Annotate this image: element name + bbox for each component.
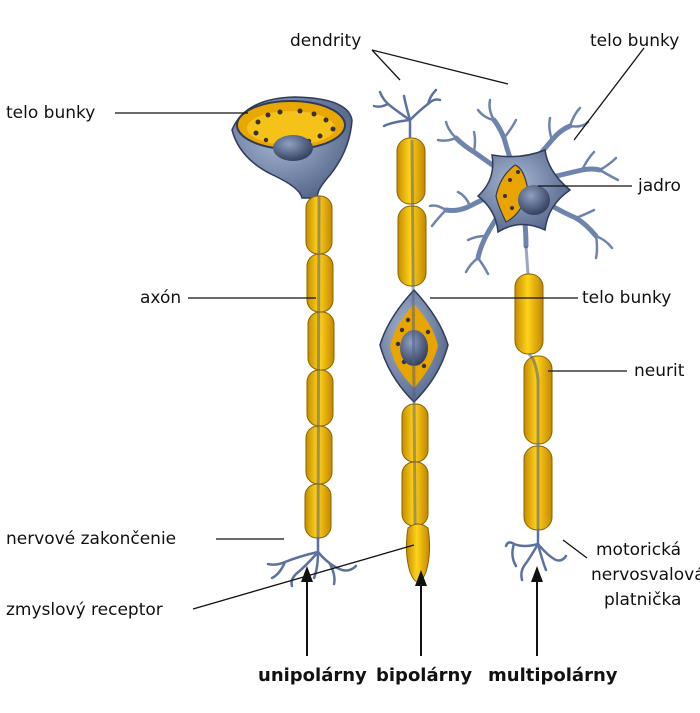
unipolar-neuron xyxy=(231,96,358,588)
label-platnicka: platnička xyxy=(604,590,682,610)
label-multipolar: multipolárny xyxy=(488,665,618,686)
leader-lines xyxy=(115,47,645,610)
unipolar-nucleus xyxy=(273,135,313,161)
label-telo-bunky-mid: telo bunky xyxy=(582,288,672,308)
label-telo-bunky-top-right: telo bunky xyxy=(590,31,680,51)
label-dendrity: dendrity xyxy=(290,31,362,51)
label-unipolar: unipolárny xyxy=(258,665,367,686)
label-telo-bunky-left: telo bunky xyxy=(6,103,96,123)
label-jadro: jadro xyxy=(638,176,681,196)
unipolar-granules xyxy=(253,108,336,144)
multipolar-neurite xyxy=(514,273,553,531)
multipolar-cytoplasm xyxy=(495,164,529,223)
multipolar-motor-end-plate xyxy=(504,528,568,582)
unipolar-nerve-ending xyxy=(266,536,358,588)
type-arrows xyxy=(301,566,543,656)
label-bipolar: bipolárny xyxy=(376,665,473,686)
label-neurit: neurit xyxy=(634,361,685,381)
bipolar-dendrites xyxy=(372,88,442,142)
bipolar-neuron xyxy=(372,88,449,583)
multipolar-nucleus xyxy=(518,185,550,215)
label-axon: axón xyxy=(140,288,182,308)
label-motoricka: motorická xyxy=(596,540,682,560)
label-nervove-zakoncenie: nervové zakončenie xyxy=(6,529,177,549)
label-nervosvalova: nervosvalová xyxy=(591,565,700,585)
bipolar-sensory-receptor xyxy=(405,523,431,583)
multipolar-neuron xyxy=(428,98,620,582)
label-zmyslovy-receptor: zmyslový receptor xyxy=(6,600,163,620)
